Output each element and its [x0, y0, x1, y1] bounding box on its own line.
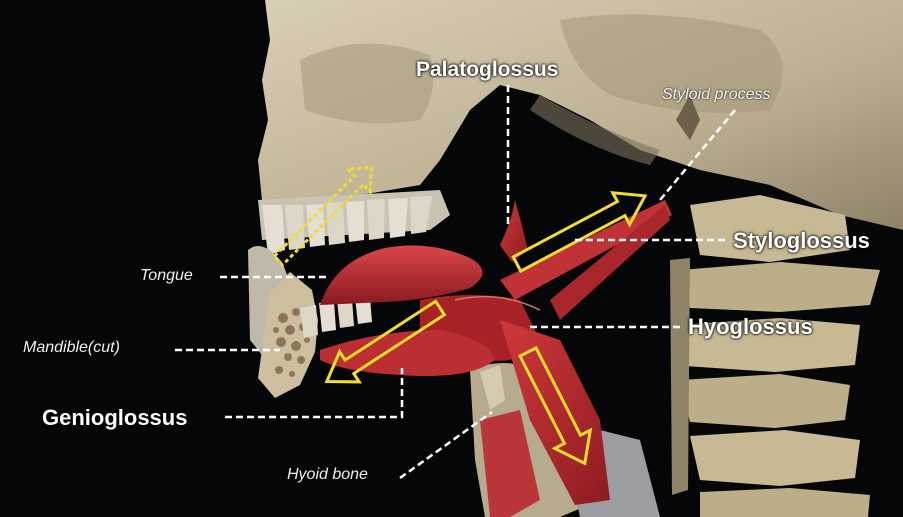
- genioglossus-leader: [225, 368, 402, 417]
- mandible-cut-label: Mandible(cut): [23, 339, 120, 357]
- styloid-process-label: Styloid process: [662, 86, 771, 104]
- tongue-label: Tongue: [140, 267, 193, 285]
- hyoglossus-label: Hyoglossus: [688, 314, 813, 340]
- genioglossus-label: Genioglossus: [42, 405, 187, 431]
- hyoid-bone-label: Hyoid bone: [287, 466, 368, 484]
- palatoglossus-label: Palatoglossus: [416, 58, 558, 82]
- styloglossus-label: Styloglossus: [733, 228, 870, 254]
